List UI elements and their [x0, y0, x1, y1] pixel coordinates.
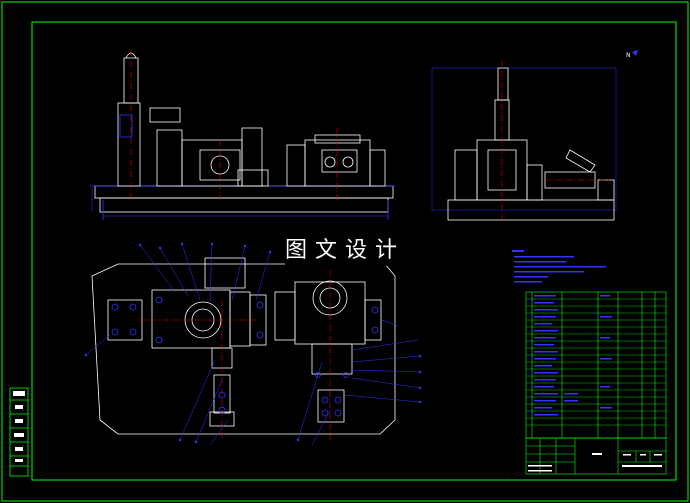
inner-frame — [31, 21, 677, 481]
parts-list-entries — [534, 295, 612, 416]
north-arrow-icon: N — [626, 50, 638, 59]
north-label: N — [626, 52, 631, 59]
side-view — [431, 60, 617, 222]
plan-view — [84, 242, 422, 446]
title-block-text — [528, 453, 662, 472]
front-view — [90, 50, 395, 220]
watermark-text: 图文设计 — [285, 236, 420, 266]
binding-strip — [9, 387, 29, 477]
technical-notes — [512, 250, 606, 283]
parts-list-table — [525, 291, 667, 439]
title-block — [525, 437, 667, 475]
